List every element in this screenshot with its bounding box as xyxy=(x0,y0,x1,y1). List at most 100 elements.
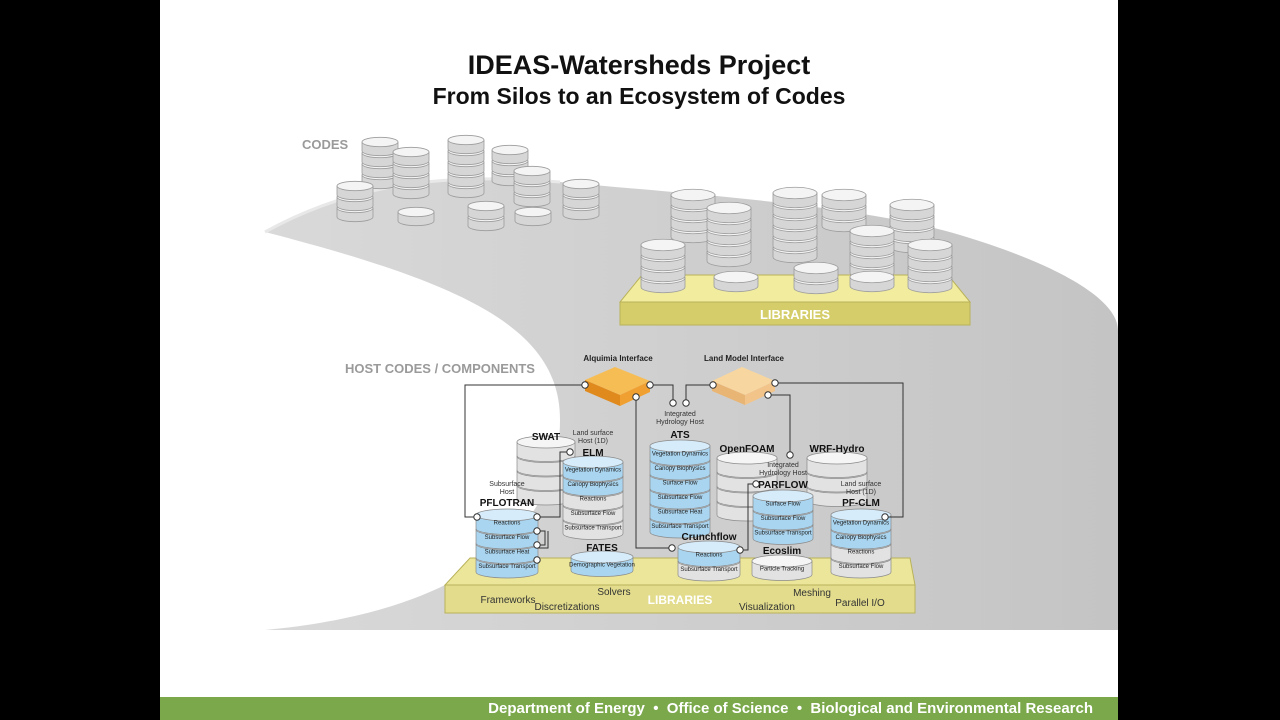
layer-label: Subsurface Transport xyxy=(478,564,536,570)
connector-dot xyxy=(566,448,574,456)
codes-label: CODES xyxy=(302,137,349,152)
component-note: Host xyxy=(500,489,514,496)
library-stack xyxy=(670,188,716,244)
component-name: WRF-Hydro xyxy=(810,444,865,455)
pfclm-component: Subsurface Flow Reactions Canopy Biophysic… xyxy=(830,481,892,579)
land-model-interface-icon xyxy=(712,367,775,405)
connector-dot xyxy=(764,391,772,399)
library-word: Discretizations xyxy=(534,602,599,613)
layer-label: Reactions xyxy=(696,553,723,559)
layer-label: Subsurface Flow xyxy=(485,535,530,541)
library-stack xyxy=(849,270,895,293)
code-silo xyxy=(447,134,485,199)
layer-label: Subsurface Flow xyxy=(658,495,703,501)
layer-label: Subsurface Flow xyxy=(761,516,806,522)
connector-dot xyxy=(881,513,889,521)
layer-label: Canopy Biophysics xyxy=(567,482,618,488)
layer-label: Subsurface Transport xyxy=(680,567,738,573)
component-name: OpenFOAM xyxy=(720,444,775,455)
component-note: Integrated xyxy=(767,462,799,469)
component-note: Land surface xyxy=(841,481,882,488)
libraries-top-label: LIBRARIES xyxy=(760,307,830,322)
layer-label: Vegetation Dynamics xyxy=(833,521,889,527)
land-model-label: Land Model Interface xyxy=(704,354,785,363)
component-name: Crunchflow xyxy=(682,532,737,543)
page-title: IDEAS-Watersheds Project xyxy=(467,50,811,80)
footer-ber: Biological and Environmental Research xyxy=(810,700,1093,717)
component-name: ATS xyxy=(670,430,690,441)
connector-dot xyxy=(669,399,677,407)
component-note: Integrated xyxy=(664,411,696,418)
connector-dot xyxy=(632,393,640,401)
connector-lines xyxy=(464,382,904,551)
library-word: Meshing xyxy=(793,588,831,599)
footer-office: Office of Science xyxy=(666,700,789,717)
component-stacks: SWATOpenFOAMCFD FluidsWRF-HydroSubsurfac… xyxy=(475,0,892,582)
layer-label: Canopy Biophysics xyxy=(835,535,886,541)
component-note: Host (1D) xyxy=(578,438,608,445)
ecosystem-diagram: CODES LIBRARIES HOST CODES / COMPONENTS … xyxy=(264,0,1118,630)
library-stacks xyxy=(640,186,953,295)
layer-label: Vegetation Dynamics xyxy=(565,468,621,474)
code-silos xyxy=(336,134,600,232)
layer-label: Reactions xyxy=(848,550,875,556)
library-stack xyxy=(772,186,818,264)
library-stack xyxy=(640,238,686,294)
component-name: PF-CLM xyxy=(842,498,880,509)
pflotran-component: Subsurface Transport Subsurface Heat Subsu… xyxy=(475,481,539,579)
connector-dot xyxy=(473,513,481,521)
layer-label: Vegetation Dynamics xyxy=(652,452,708,458)
component-note: Host (1D) xyxy=(846,489,876,496)
swat-component: SWAT xyxy=(516,432,576,506)
alquimia-label: Alquimia Interface xyxy=(583,354,653,363)
code-silo xyxy=(562,178,600,221)
layer-label: Particle Tracking xyxy=(760,567,804,573)
library-stack xyxy=(706,201,752,268)
code-silo xyxy=(336,180,374,223)
connector-dot xyxy=(752,480,760,488)
slide: CODES LIBRARIES HOST CODES / COMPONENTS … xyxy=(160,0,1118,720)
layer-label: Reactions xyxy=(494,521,521,527)
connector-dot xyxy=(533,541,541,549)
component-note: Subsurface xyxy=(489,481,525,488)
library-word: Parallel I/O xyxy=(835,598,885,609)
connector-dot xyxy=(646,381,654,389)
code-silo xyxy=(513,165,551,208)
layer-label: Subsurface Heat xyxy=(485,550,530,556)
layer-label: Reactions xyxy=(580,497,607,503)
code-silo xyxy=(397,206,435,227)
crunchflow-component: Subsurface Transport Reactions Crunchflow xyxy=(677,532,741,582)
connector-dot xyxy=(533,527,541,535)
component-name: PFLOTRAN xyxy=(480,498,534,509)
library-stack xyxy=(849,224,895,280)
layer-label: Canopy Biophysics xyxy=(654,466,705,472)
library-word: Solvers xyxy=(597,587,630,598)
layer-label: Subsurface Flow xyxy=(839,564,884,570)
code-silo xyxy=(514,206,552,227)
library-word: Frameworks xyxy=(480,595,535,606)
library-stack xyxy=(793,261,839,295)
connector-dot xyxy=(581,381,589,389)
library-stack xyxy=(713,270,759,293)
code-silo xyxy=(392,146,430,200)
library-stack xyxy=(907,238,953,294)
ecoslim-component: Particle Tracking Ecoslim xyxy=(751,546,813,581)
connector-dot xyxy=(533,513,541,521)
component-note: Hydrology Host xyxy=(656,419,704,426)
connector-dot xyxy=(736,546,744,554)
component-note: Land surface xyxy=(573,430,614,437)
code-silo xyxy=(467,200,505,232)
layer-label: Subsurface Heat xyxy=(658,510,703,516)
component-name: Ecoslim xyxy=(763,546,801,557)
page-subtitle: From Silos to an Ecosystem of Codes xyxy=(432,83,846,109)
connector-dot xyxy=(668,544,676,552)
footer-doe: Department of Energy xyxy=(488,700,645,717)
library-word: Visualization xyxy=(739,602,795,613)
component-name: FATES xyxy=(586,543,618,554)
layer-label: Subsurface Transport xyxy=(754,531,812,537)
connector-dot xyxy=(709,381,717,389)
